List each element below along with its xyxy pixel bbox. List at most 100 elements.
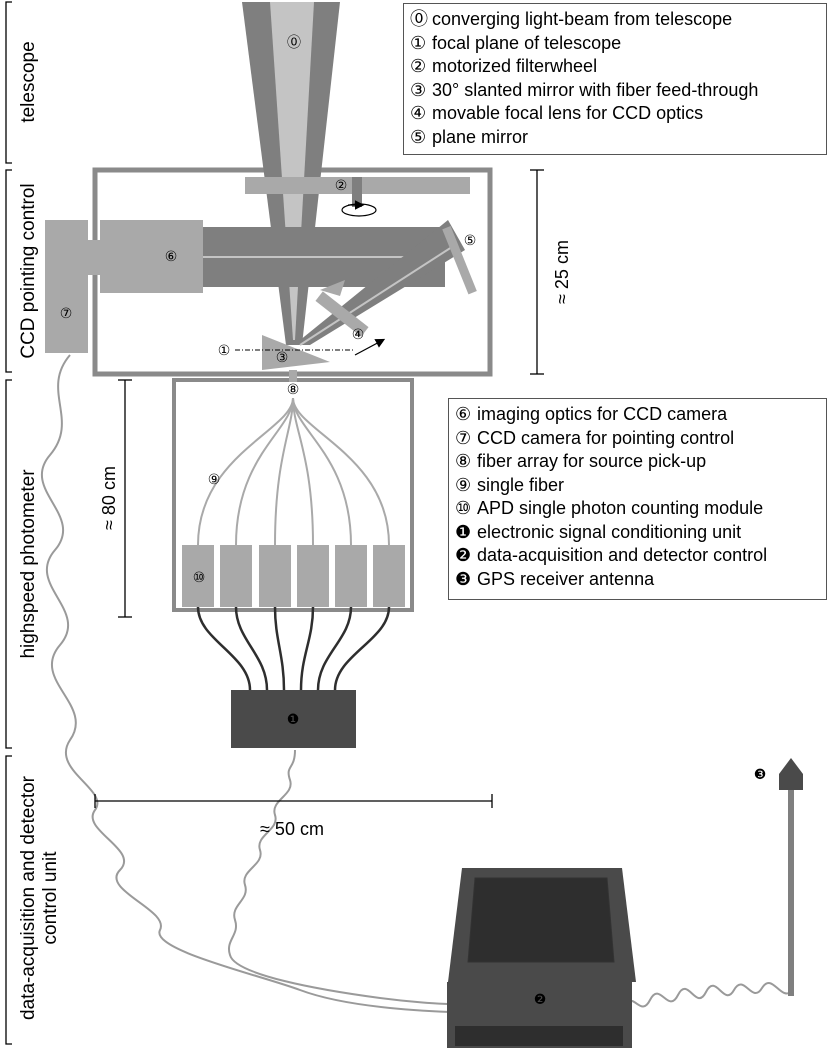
- single-fiber: [197, 397, 294, 546]
- section-label-telescope: telescope: [18, 41, 39, 122]
- marker-b3: ❸: [754, 767, 767, 783]
- legend-top-marker: ⓪: [410, 9, 428, 29]
- legend-top-text: plane mirror: [432, 126, 529, 147]
- single-fiber: [274, 397, 294, 546]
- daq-computer: [447, 868, 636, 1048]
- legend-top-text: motorized filterwheel: [432, 56, 598, 76]
- section-label-daq-line2: control unit: [40, 851, 61, 945]
- apd-module: [182, 545, 214, 607]
- gps-antenna-mast: [788, 786, 794, 996]
- legend-bottom-marker: ⑦: [455, 427, 472, 448]
- apd-module: [297, 545, 329, 607]
- gps-cable: [621, 982, 792, 1011]
- bracket-daq: [5, 755, 12, 1045]
- ccd-mount-connector: [84, 240, 102, 275]
- focal-lens: [315, 291, 369, 337]
- marker-5: ⑤: [464, 233, 477, 249]
- signal-conditioning-unit: [231, 690, 356, 748]
- fiber-array: [289, 370, 297, 382]
- legend-bottom-marker: ❶: [455, 521, 472, 542]
- marker-2: ②: [335, 178, 348, 194]
- ccd-camera-cable: [41, 354, 451, 1013]
- legend-top-marker: ①: [410, 32, 427, 53]
- legend-bottom-text: CCD camera for pointing control: [477, 427, 735, 448]
- marker-1: ①: [218, 343, 231, 359]
- legend-bottom-text: data-acquisition and detector control: [477, 545, 768, 565]
- section-brackets: [5, 1, 12, 1045]
- marker-4: ④: [352, 327, 365, 343]
- marker-b1: ❶: [287, 712, 300, 728]
- single-fiber: [292, 397, 314, 546]
- legend-top-text: 30° slanted mirror with fiber feed-throu…: [432, 79, 759, 100]
- telescope-beam-core: [270, 2, 314, 340]
- apd-module: [259, 545, 291, 607]
- plane-mirror: [442, 226, 477, 295]
- marker-10: ⑩: [193, 570, 206, 586]
- legend-top-marker: ③: [410, 79, 427, 100]
- single-fiber: [292, 397, 390, 546]
- marker-3: ③: [276, 350, 289, 366]
- section-label-ccd: CCD pointing control: [18, 183, 39, 358]
- lens-holder: [320, 280, 345, 296]
- cables: [41, 354, 792, 1013]
- legend-bottom-text: imaging optics for CCD camera: [477, 404, 728, 424]
- legend-bottom-marker: ❷: [455, 545, 472, 565]
- signal-wires: [196, 606, 391, 691]
- signal-wire: [316, 606, 353, 691]
- apd-module: [220, 545, 252, 607]
- dimension-label-80cm: ≈ 80 cm: [99, 466, 119, 530]
- legend-bottom-marker: ⑧: [455, 451, 472, 471]
- marker-7: ⑦: [60, 306, 73, 322]
- filterwheel-axis: [352, 177, 362, 207]
- bracket-telescope: [5, 1, 12, 164]
- ccd-diagonal-beam-axis: [299, 244, 456, 346]
- legend-bottom-text: GPS receiver antenna: [477, 568, 655, 589]
- legend-top-marker: ⑤: [410, 126, 427, 147]
- legend-bottom-marker: ⑩: [455, 498, 472, 518]
- computer-drive: [455, 1026, 623, 1046]
- dimension-label-50cm: ≈ 50 cm: [260, 819, 324, 839]
- marker-b2: ❷: [534, 992, 547, 1008]
- bracket-photometer: [5, 379, 12, 749]
- legend-bottom-text: electronic signal conditioning unit: [477, 521, 742, 542]
- gps-antenna-head: [779, 758, 803, 790]
- legend-bottom-text: fiber array for source pick-up: [477, 451, 707, 471]
- legend-top-text: converging light-beam from telescope: [432, 9, 733, 29]
- apd-modules: [182, 545, 405, 607]
- legend-bottom-text: single fiber: [477, 474, 565, 495]
- marker-0: ⓪: [287, 35, 301, 51]
- conditioning-unit-cable: [227, 749, 451, 1005]
- legend-bottom-text: APD single photon counting module: [477, 498, 764, 518]
- signal-wire: [273, 606, 286, 691]
- signal-wire: [196, 606, 252, 691]
- signal-wire: [299, 606, 315, 691]
- signal-wire: [333, 606, 391, 691]
- dimension-lines: [94, 169, 544, 808]
- single-fiber: [235, 397, 294, 546]
- legend-top-text: focal plane of telescope: [432, 32, 622, 53]
- marker-6: ⑥: [165, 249, 178, 265]
- marker-9: ⑨: [208, 472, 221, 488]
- single-fiber: [292, 397, 352, 546]
- legend-top-text: movable focal lens for CCD optics: [432, 103, 704, 123]
- apd-module: [335, 545, 367, 607]
- signal-wire: [234, 606, 269, 691]
- legend-top-marker: ④: [410, 103, 427, 123]
- section-label-daq-line1: data-acquisition and detector: [18, 775, 39, 1020]
- marker-8: ⑧: [287, 382, 300, 398]
- legend-bottom-marker: ⑥: [455, 404, 472, 424]
- legend-bottom-marker: ⑨: [455, 474, 472, 495]
